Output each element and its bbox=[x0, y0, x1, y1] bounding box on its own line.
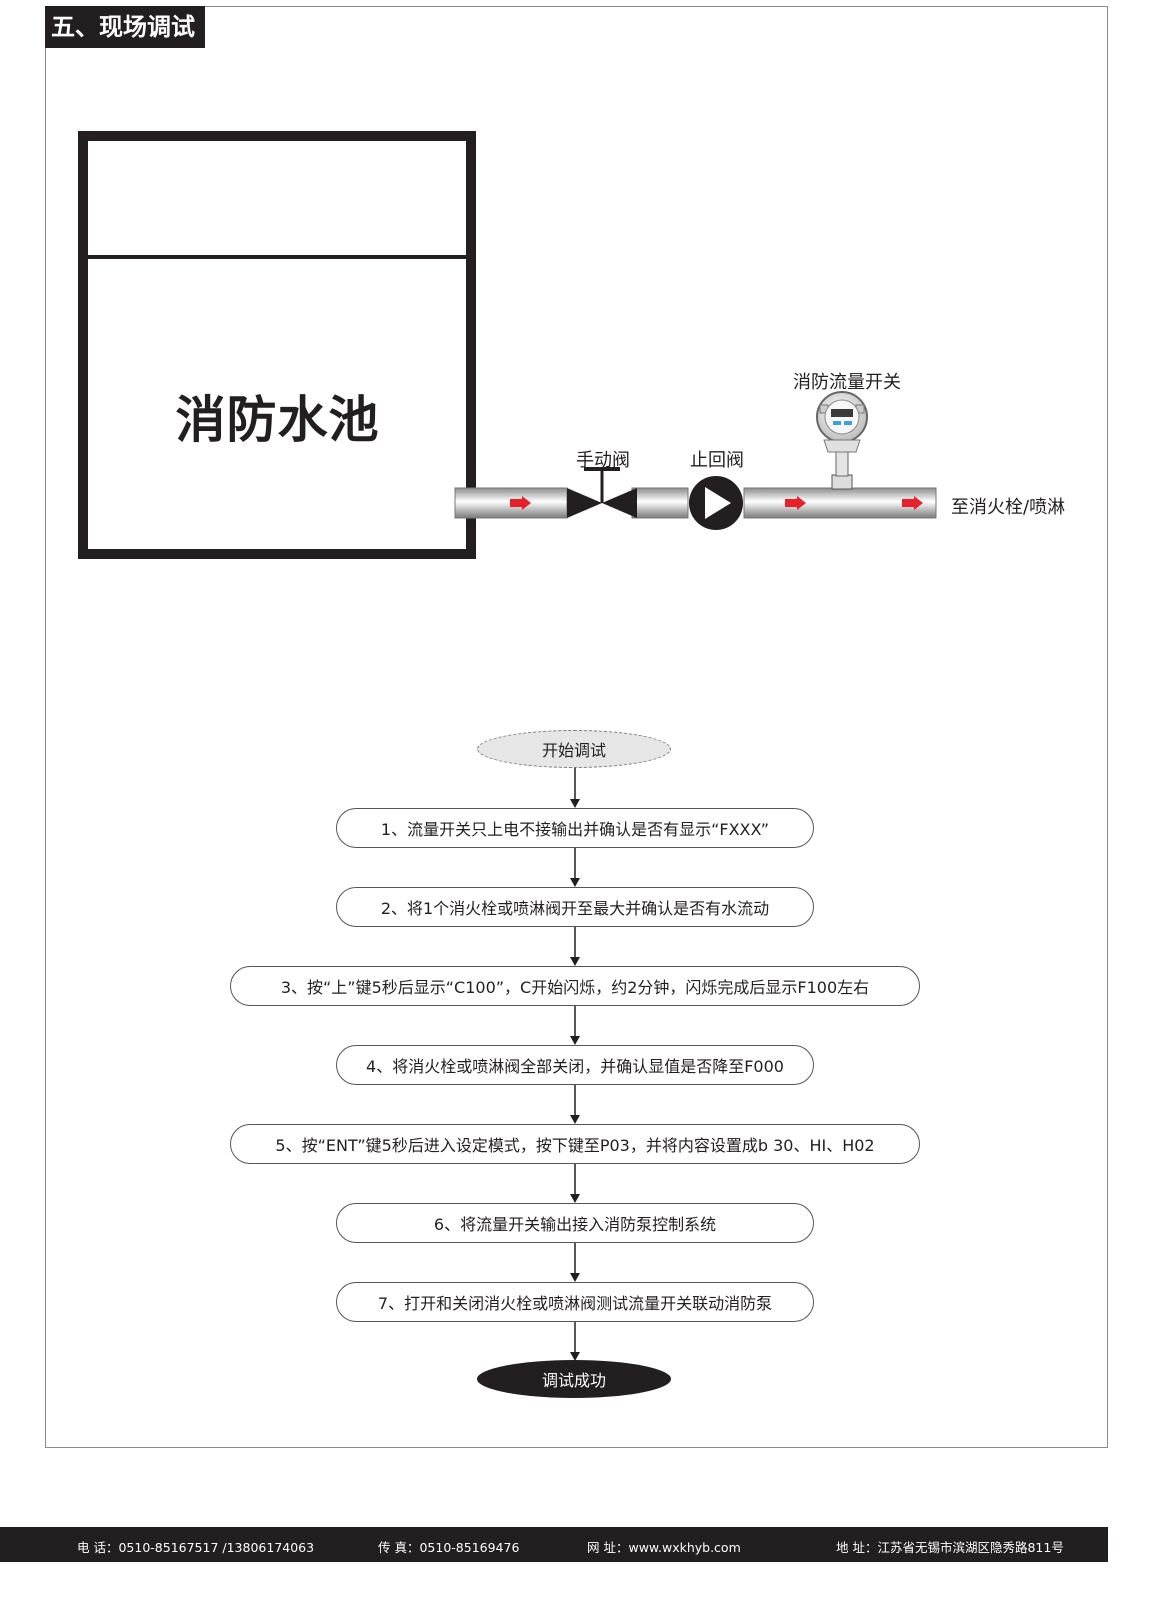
footer-phone: 电 话：0510-85167517 /13806174063 bbox=[77, 1540, 315, 1555]
section-title: 五、现场调试 bbox=[45, 6, 205, 48]
piping-schematic bbox=[78, 131, 937, 559]
flowchart-start: 开始调试 bbox=[477, 730, 671, 768]
flow-switch-icon bbox=[816, 391, 868, 490]
check-valve-icon bbox=[689, 476, 743, 530]
flowchart-step-2: 2、将1个消火栓或喷淋阀开至最大并确认是否有水流动 bbox=[336, 887, 814, 927]
fire-water-pool bbox=[78, 131, 476, 559]
page-frame bbox=[45, 6, 1108, 1448]
flow-arrow-icon bbox=[510, 496, 923, 510]
footer-address: 地 址：江苏省无锡市滨湖区隐秀路811号 bbox=[836, 1540, 1064, 1555]
flowchart-step-7: 7、打开和关闭消火栓或喷淋阀测试流量开关联动消防泵 bbox=[336, 1282, 814, 1322]
flowchart-step-6: 6、将流量开关输出接入消防泵控制系统 bbox=[336, 1203, 814, 1243]
manual-valve-icon bbox=[567, 467, 637, 518]
flowchart-step-4: 4、将消火栓或喷淋阀全部关闭，并确认显值是否降至F000 bbox=[336, 1045, 814, 1085]
footer-fax: 传 真：0510-85169476 bbox=[378, 1540, 520, 1555]
flowchart-step-5: 5、按“ENT”键5秒后进入设定模式，按下键至P03，并将内容设置成b 30、H… bbox=[230, 1124, 920, 1164]
flowchart-step-3: 3、按“上”键5秒后显示“C100”，C开始闪烁，约2分钟，闪烁完成后显示F10… bbox=[230, 966, 920, 1006]
footer-website[interactable]: 网 址：www.wxkhyb.com bbox=[587, 1540, 741, 1555]
flow-switch-label: 消防流量开关 bbox=[793, 372, 901, 393]
flowchart-step-1: 1、流量开关只上电不接输出并确认是否有显示“FXXX” bbox=[336, 808, 814, 848]
manual-valve-label: 手动阀 bbox=[576, 450, 630, 471]
pool-label: 消防水池 bbox=[175, 391, 380, 449]
outlet-label: 至消火栓/喷淋 bbox=[951, 497, 1066, 518]
check-valve-label: 止回阀 bbox=[690, 450, 744, 471]
footer-bar: 电 话：0510-85167517 /13806174063 传 真：0510-… bbox=[0, 1527, 1108, 1562]
flowchart-end: 调试成功 bbox=[477, 1360, 671, 1398]
